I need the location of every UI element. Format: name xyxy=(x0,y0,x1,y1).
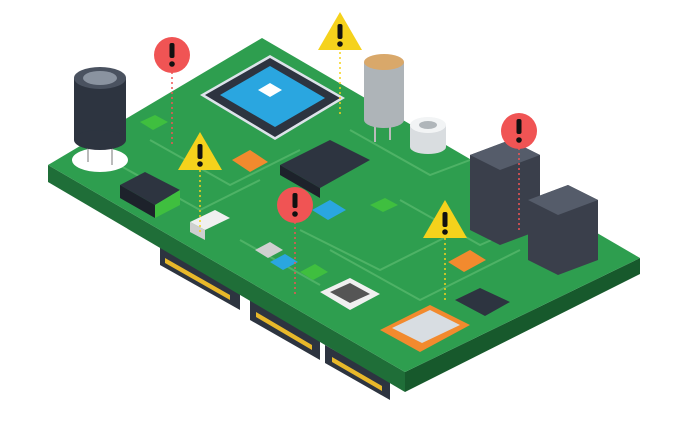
capacitor-cylinder xyxy=(364,54,404,142)
electrolytic-capacitor xyxy=(72,67,128,172)
board xyxy=(48,38,640,392)
exclamation-circle-icon xyxy=(501,113,537,149)
warning-triangle-icon xyxy=(178,132,222,170)
small-components xyxy=(120,115,510,352)
microchip xyxy=(200,55,345,140)
edge-connectors xyxy=(160,245,390,400)
warning-triangle-icon xyxy=(423,200,467,238)
potentiometer xyxy=(410,117,446,154)
exclamation-circle-icon xyxy=(277,187,313,223)
exclamation-circle-icon xyxy=(154,37,190,73)
voltage-regulator xyxy=(280,140,370,198)
warning-triangle-icon xyxy=(318,12,362,50)
alerts xyxy=(171,52,520,300)
